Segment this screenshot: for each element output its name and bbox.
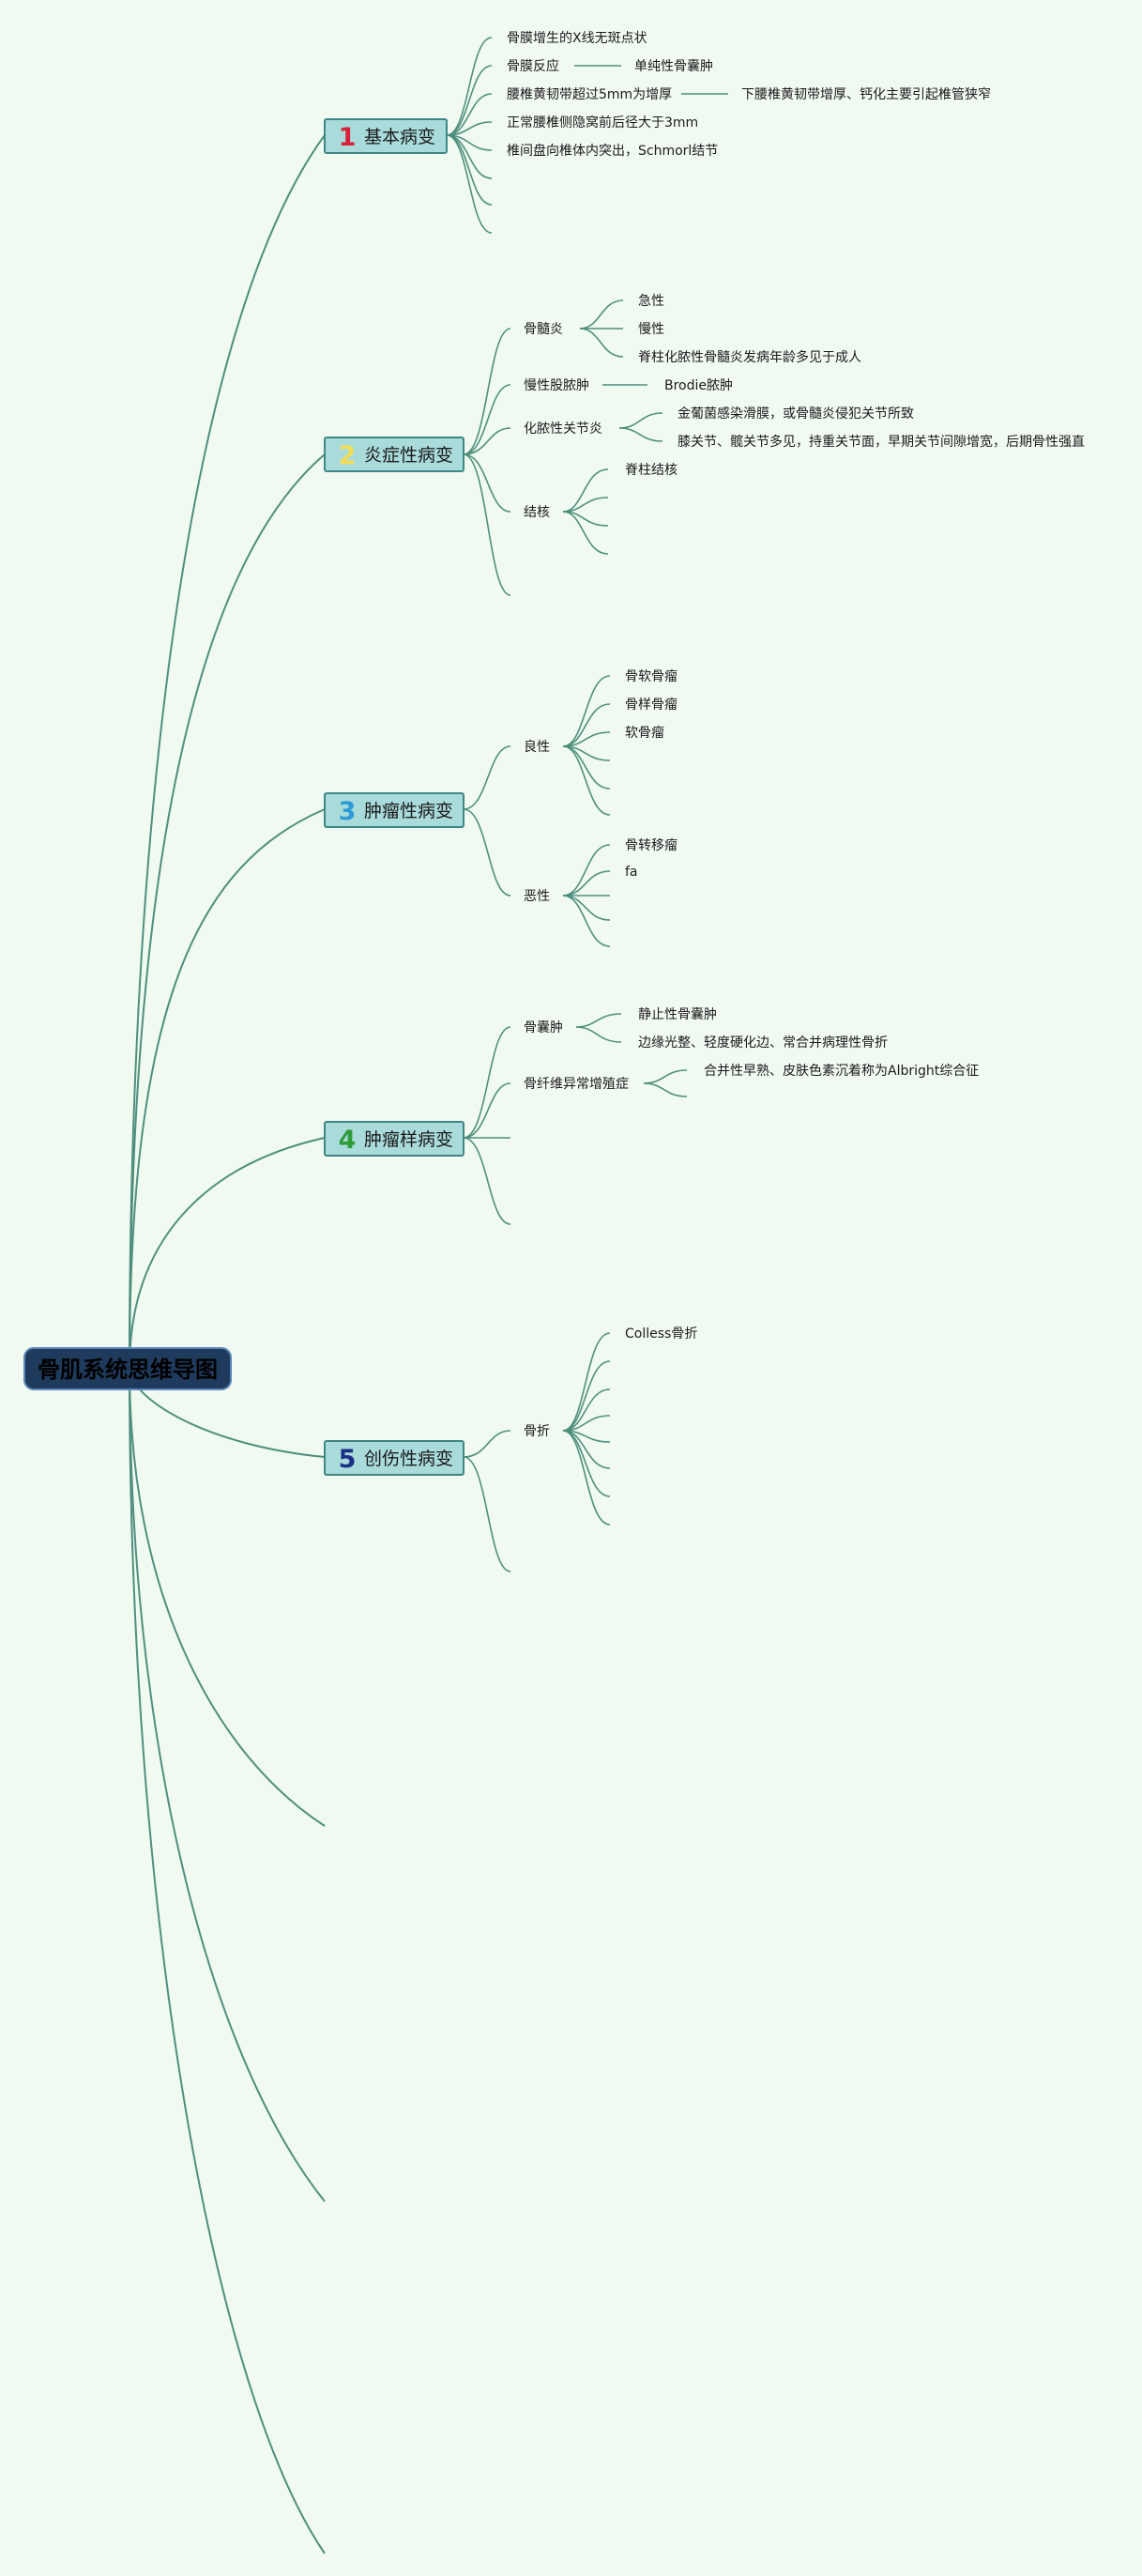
category-5-items: 骨折 Colless骨折	[524, 1326, 697, 1439]
category-1-number: 1	[339, 123, 357, 152]
category-3-label: 肿瘤性病变	[364, 801, 453, 821]
leaf-bone-metastasis[interactable]: 骨转移瘤	[625, 837, 678, 853]
root-title: 骨肌系统思维导图	[38, 1357, 218, 1383]
leaf-chondroma[interactable]: 软骨瘤	[625, 725, 664, 741]
leaf-ligamentum-thickening[interactable]: 腰椎黄韧带超过5mm为增厚	[507, 86, 672, 102]
leaf-brodie-abscess[interactable]: Brodie脓肿	[664, 377, 733, 393]
category-2-number: 2	[339, 441, 357, 470]
node-septic-arthritis[interactable]: 化脓性关节炎	[524, 421, 602, 437]
leaf-simple-bone-cyst[interactable]: 单纯性骨囊肿	[634, 58, 713, 74]
leaf-spinal-tb[interactable]: 脊柱结核	[625, 463, 678, 478]
leaf-periosteal-xray[interactable]: 骨膜增生的X线无斑点状	[507, 31, 647, 46]
leaf-fa[interactable]: fa	[625, 865, 638, 880]
leaf-colles-fracture[interactable]: Colless骨折	[625, 1326, 697, 1342]
leaf-osteochondroma[interactable]: 骨软骨瘤	[625, 668, 678, 684]
category-4-branches	[463, 1013, 688, 1225]
leaf-periosteal-reaction[interactable]: 骨膜反应	[507, 58, 559, 74]
category-4-label: 肿瘤样病变	[364, 1129, 453, 1150]
node-benign[interactable]: 良性	[524, 740, 550, 755]
node-bone-cyst[interactable]: 骨囊肿	[524, 1020, 563, 1035]
leaf-staph-synovium[interactable]: 金葡菌感染滑膜，或骨髓炎侵犯关节所致	[678, 406, 914, 422]
node-malignant[interactable]: 恶性	[524, 889, 550, 904]
category-4-number: 4	[339, 1126, 357, 1155]
leaf-smooth-margin[interactable]: 边缘光整、轻度硬化边、常合并病理性骨折	[638, 1035, 888, 1050]
root-node[interactable]: 骨肌系统思维导图	[23, 1347, 232, 1390]
leaf-schmorl-node[interactable]: 椎间盘向椎体内突出，Schmorl结节	[507, 143, 718, 159]
root-connectors	[129, 134, 326, 2554]
leaf-acute[interactable]: 急性	[638, 294, 664, 309]
category-4-node[interactable]: 4 肿瘤样病变	[324, 1121, 464, 1157]
leaf-lateral-recess[interactable]: 正常腰椎侧隐窝前后径大于3mm	[507, 115, 698, 130]
category-4-items: 骨囊肿 静止性骨囊肿 边缘光整、轻度硬化边、常合并病理性骨折 骨纤维异常增殖症 …	[524, 1006, 979, 1092]
leaf-chronic[interactable]: 慢性	[638, 321, 664, 337]
category-2-items: 骨髓炎 急性 慢性 脊柱化脓性骨髓炎发病年龄多见于成人 慢性股脓肿 Brodie…	[524, 294, 1085, 520]
category-1-branches	[446, 37, 728, 234]
category-1-items: 骨膜增生的X线无斑点状 骨膜反应 单纯性骨囊肿 腰椎黄韧带超过5mm为增厚 下腰…	[507, 31, 991, 159]
category-3-branches	[463, 675, 611, 947]
category-1-node[interactable]: 1 基本病变	[324, 118, 448, 154]
node-fracture[interactable]: 骨折	[524, 1424, 550, 1439]
category-5-label: 创伤性病变	[364, 1449, 453, 1469]
category-5-number: 5	[339, 1445, 357, 1474]
category-2-branches	[463, 299, 663, 596]
category-1-label: 基本病变	[364, 127, 435, 147]
leaf-knee-hip[interactable]: 膝关节、髋关节多见，持重关节面，早期关节间隙增宽，后期骨性强直	[678, 434, 1085, 450]
leaf-osteoid-osteoma[interactable]: 骨样骨瘤	[625, 697, 678, 713]
node-tuberculosis[interactable]: 结核	[524, 505, 550, 520]
category-5-node[interactable]: 5 创伤性病变	[324, 1440, 464, 1476]
node-fibrous-dysplasia[interactable]: 骨纤维异常增殖症	[524, 1076, 629, 1092]
category-2-node[interactable]: 2 炎症性病变	[324, 437, 464, 472]
category-2-label: 炎症性病变	[364, 445, 453, 466]
category-5-branches	[463, 1332, 611, 1572]
leaf-spinal-osteomyelitis[interactable]: 脊柱化脓性骨髓炎发病年龄多见于成人	[638, 349, 861, 365]
category-3-node[interactable]: 3 肿瘤性病变	[324, 792, 464, 828]
node-osteomyelitis[interactable]: 骨髓炎	[524, 322, 563, 337]
category-3-number: 3	[339, 797, 357, 826]
node-chronic-abscess[interactable]: 慢性股脓肿	[524, 377, 589, 393]
leaf-lower-lumbar-stenosis[interactable]: 下腰椎黄韧带增厚、钙化主要引起椎管狭窄	[741, 86, 991, 102]
category-3-items: 良性 骨软骨瘤 骨样骨瘤 软骨瘤 恶性 骨转移瘤 fa	[524, 668, 678, 904]
leaf-albright-syndrome[interactable]: 合并性早熟、皮肤色素沉着称为Albright综合征	[704, 1063, 979, 1079]
leaf-static-bone-cyst[interactable]: 静止性骨囊肿	[638, 1006, 717, 1022]
